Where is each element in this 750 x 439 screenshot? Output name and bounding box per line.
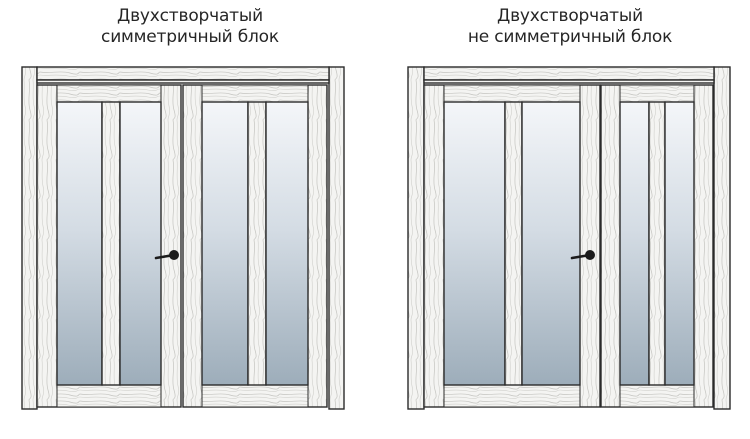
door-leaf-1 bbox=[423, 84, 601, 408]
left-jamb bbox=[407, 66, 425, 410]
bottom-rail bbox=[201, 384, 309, 408]
caption-symmetric-block: Двухстворчатый симметричный блок bbox=[70, 6, 310, 48]
caption-line-1: Двухстворчатый bbox=[497, 6, 643, 26]
header-ledge bbox=[423, 79, 715, 84]
caption-line-2: не симметричный блок bbox=[467, 27, 673, 47]
door-handle-icon bbox=[570, 250, 595, 260]
mullion bbox=[504, 101, 523, 386]
top-rail bbox=[201, 84, 309, 103]
header-beam bbox=[36, 66, 330, 81]
mullion bbox=[648, 101, 666, 386]
glass-pane bbox=[443, 101, 506, 386]
glass-pane bbox=[119, 101, 162, 386]
glass-pane bbox=[201, 101, 249, 386]
right-jamb bbox=[328, 66, 345, 410]
door-block-asymmetric bbox=[407, 66, 731, 410]
bottom-rail bbox=[443, 384, 581, 408]
top-rail bbox=[443, 84, 581, 103]
header-beam bbox=[423, 66, 715, 81]
caption-line-2: симметричный блок bbox=[101, 27, 279, 47]
glass-pane bbox=[619, 101, 650, 386]
door-leaf-1 bbox=[36, 84, 182, 408]
glass-pane bbox=[56, 101, 103, 386]
right-jamb bbox=[713, 66, 731, 410]
glass-pane bbox=[265, 101, 309, 386]
mullion bbox=[101, 101, 121, 386]
door-block-symmetric bbox=[21, 66, 345, 410]
glass-pane bbox=[521, 101, 581, 386]
caption-asymmetric-block: Двухстворчатый не симметричный блок bbox=[450, 6, 690, 48]
glass-pane bbox=[664, 101, 695, 386]
mullion bbox=[247, 101, 267, 386]
caption-line-1: Двухстворчатый bbox=[117, 6, 263, 26]
bottom-rail bbox=[56, 384, 162, 408]
left-jamb bbox=[21, 66, 38, 410]
top-rail bbox=[56, 84, 162, 103]
door-leaf-2 bbox=[182, 84, 328, 408]
bottom-rail bbox=[619, 384, 695, 408]
top-rail bbox=[619, 84, 695, 103]
door-handle-icon bbox=[154, 250, 179, 260]
door-leaf-2 bbox=[600, 84, 714, 408]
header-ledge bbox=[36, 79, 330, 84]
